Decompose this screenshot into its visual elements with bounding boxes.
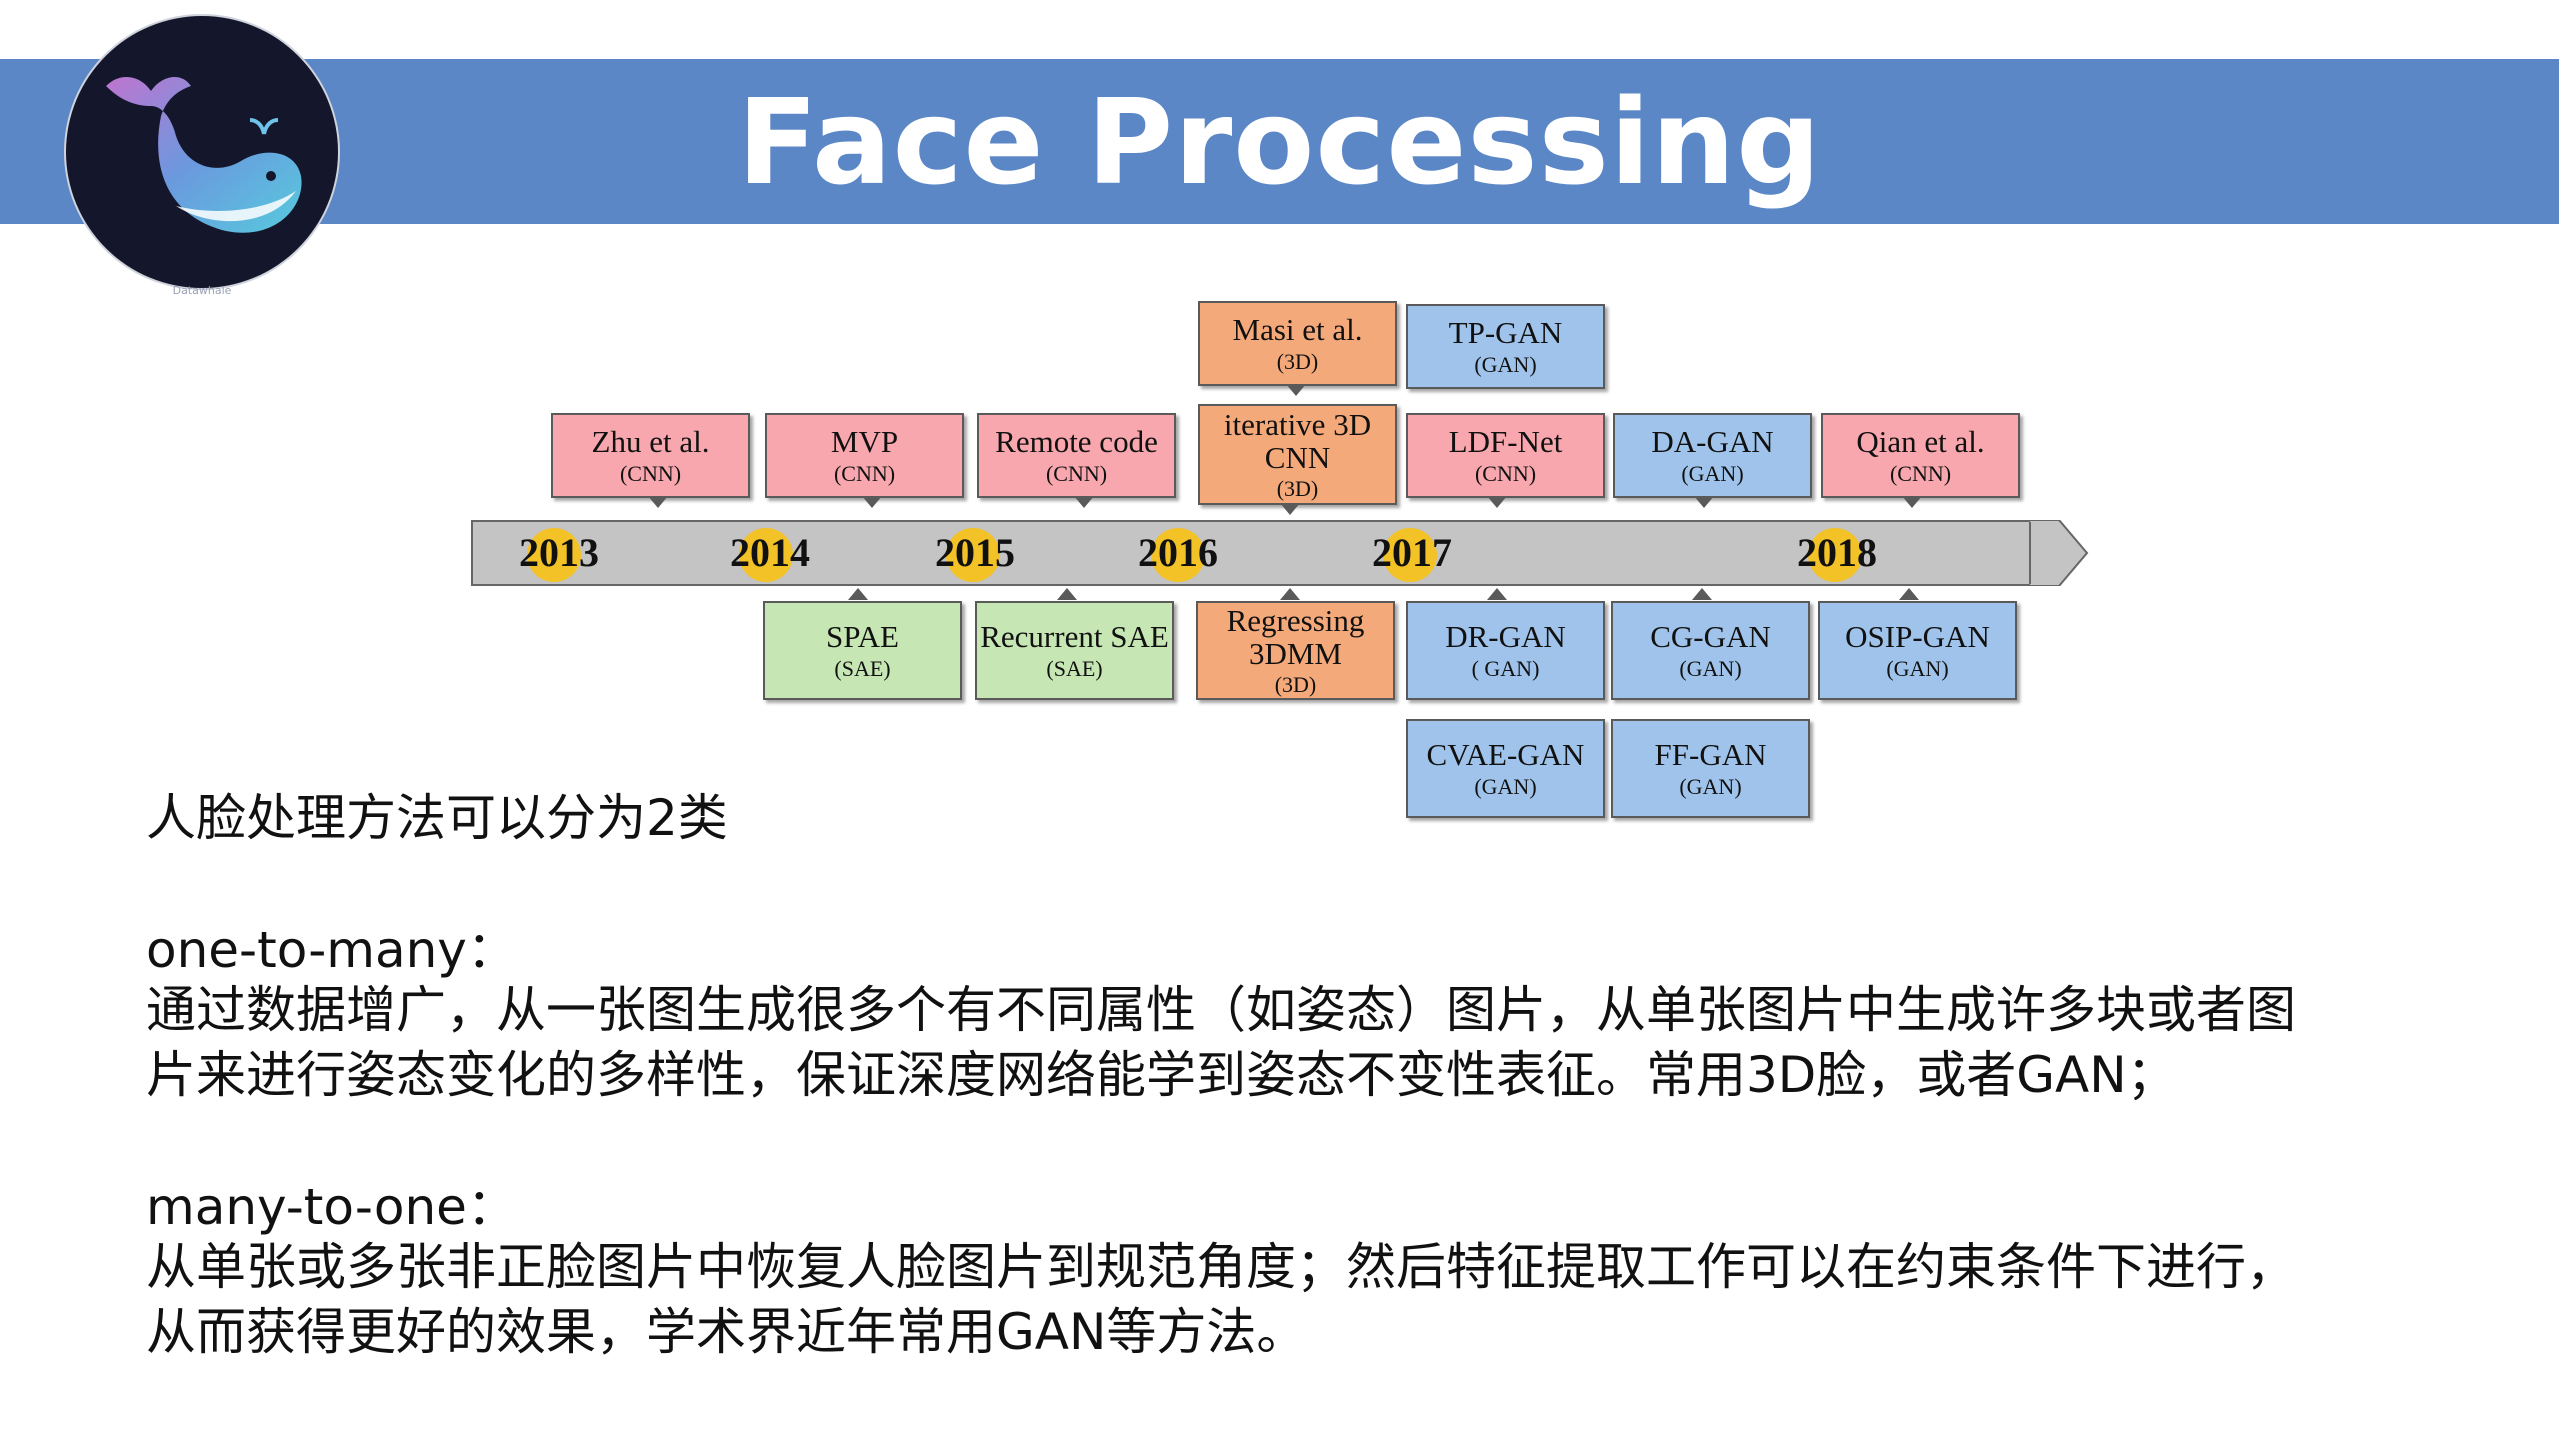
year-marker [1151, 528, 1205, 582]
method-box-da-gan: DA-GAN (GAN) [1613, 413, 1812, 498]
timeline-bar [471, 520, 2033, 586]
method-tag: (GAN) [1679, 656, 1742, 682]
box-pointer [1487, 496, 1507, 508]
year-marker [527, 528, 581, 582]
method-tag: (SAE) [1046, 656, 1103, 682]
year-label: 2017 [1372, 530, 1452, 575]
method-box-spae: SPAE (SAE) [763, 601, 962, 700]
many-to-one-text-line: 从单张或多张非正脸图片中恢复人脸图片到规范角度；然后特征提取工作可以在约束条件下… [146, 1238, 2296, 1296]
method-tag: (CNN) [1889, 461, 1952, 487]
box-pointer [648, 496, 668, 508]
box-pointer [1280, 503, 1300, 515]
box-pointer [1057, 588, 1077, 600]
method-tag: (GAN) [1681, 461, 1744, 487]
method-name: FF-GAN [1654, 736, 1767, 772]
method-box-tp-gan: TP-GAN (GAN) [1406, 304, 1605, 389]
method-name: SPAE [826, 618, 899, 654]
box-pointer [1902, 496, 1922, 508]
method-box-zhu: Zhu et al. (CNN) [551, 413, 750, 498]
method-tag: (GAN) [1886, 656, 1949, 682]
method-name: CG-GAN [1650, 618, 1771, 654]
method-name: LDF-Net [1448, 423, 1563, 459]
method-tag: (GAN) [1679, 774, 1742, 800]
method-name: iterative 3D CNN [1223, 407, 1372, 475]
method-name: DA-GAN [1651, 423, 1774, 459]
method-name: MVP [830, 423, 899, 459]
many-to-one-text-line: 从而获得更好的效果，学术界近年常用GAN等方法。 [146, 1303, 1307, 1361]
logo: Datawhale [66, 16, 338, 297]
method-box-qian: Qian et al. (CNN) [1821, 413, 2020, 498]
logo-caption: Datawhale [172, 284, 232, 297]
section-heading-one-to-many: one-to-many： [146, 921, 517, 979]
box-pointer [1286, 384, 1306, 396]
year-marker [739, 528, 793, 582]
method-tag: (CNN) [1045, 461, 1108, 487]
method-box-ldf-net: LDF-Net (CNN) [1406, 413, 1605, 498]
timeline-arrow-icon [2029, 520, 2089, 586]
method-name: Qian et al. [1856, 423, 1985, 459]
method-box-remote-code: Remote code (CNN) [977, 413, 1176, 498]
method-box-iterative-3d-cnn: iterative 3D CNN (3D) [1198, 404, 1397, 505]
page-title: Face Processing [737, 72, 1822, 211]
box-pointer [1487, 588, 1507, 600]
method-tag: ( GAN) [1471, 656, 1540, 682]
box-pointer [1694, 496, 1714, 508]
box-pointer [1899, 588, 1919, 600]
method-box-masi: Masi et al. (3D) [1198, 301, 1397, 386]
method-tag: (3D) [1276, 349, 1319, 375]
method-tag: (CNN) [1474, 461, 1537, 487]
method-box-mvp: MVP (CNN) [765, 413, 964, 498]
year-label: 2015 [935, 530, 1015, 575]
one-to-many-text-line: 片来进行姿态变化的多样性，保证深度网络能学到姿态不变性表征。常用3D脸，或者GA… [146, 1046, 2177, 1104]
method-box-regressing-3dmm: Regressing 3DMM (3D) [1196, 601, 1395, 700]
method-name: CVAE-GAN [1426, 736, 1585, 772]
year-label: 2018 [1797, 530, 1877, 575]
box-pointer [1692, 588, 1712, 600]
method-box-cg-gan: CG-GAN (GAN) [1611, 601, 1810, 700]
method-name: TP-GAN [1448, 314, 1563, 350]
year-marker [1808, 528, 1862, 582]
method-tag: (3D) [1274, 671, 1317, 697]
method-tag: (CNN) [619, 461, 682, 487]
method-tag: (SAE) [834, 656, 891, 682]
method-name: Zhu et al. [591, 423, 710, 459]
method-tag: (GAN) [1474, 774, 1537, 800]
method-name: OSIP-GAN [1845, 618, 1990, 654]
method-name: DR-GAN [1445, 618, 1566, 654]
method-tag: (GAN) [1474, 352, 1537, 378]
box-pointer [862, 496, 882, 508]
year-label: 2013 [519, 530, 599, 575]
method-box-recurrent-sae: Recurrent SAE (SAE) [975, 601, 1174, 700]
box-pointer [1074, 496, 1094, 508]
year-marker [946, 528, 1000, 582]
method-box-dr-gan: DR-GAN ( GAN) [1406, 601, 1605, 700]
year-label: 2016 [1138, 530, 1218, 575]
box-pointer [848, 588, 868, 600]
title-bar [0, 59, 2559, 224]
method-name: Recurrent SAE [980, 618, 1169, 654]
year-marker [1383, 528, 1437, 582]
method-box-osip-gan: OSIP-GAN (GAN) [1818, 601, 2017, 700]
section-heading-many-to-one: many-to-one： [146, 1178, 517, 1236]
intro-text: 人脸处理方法可以分为2类 [146, 789, 728, 847]
whale-icon [106, 76, 302, 233]
box-pointer [1280, 588, 1300, 600]
method-tag: (CNN) [833, 461, 896, 487]
year-label: 2014 [730, 530, 810, 575]
one-to-many-text-line: 通过数据增广，从一张图生成很多个有不同属性（如姿态）图片，从单张图片中生成许多块… [146, 981, 2296, 1039]
method-name: Regressing 3DMM [1226, 603, 1365, 671]
method-box-cvae-gan: CVAE-GAN (GAN) [1406, 719, 1605, 818]
method-name: Remote code [995, 423, 1158, 459]
method-tag: (3D) [1276, 475, 1319, 501]
method-box-ff-gan: FF-GAN (GAN) [1611, 719, 1810, 818]
method-name: Masi et al. [1232, 311, 1363, 347]
